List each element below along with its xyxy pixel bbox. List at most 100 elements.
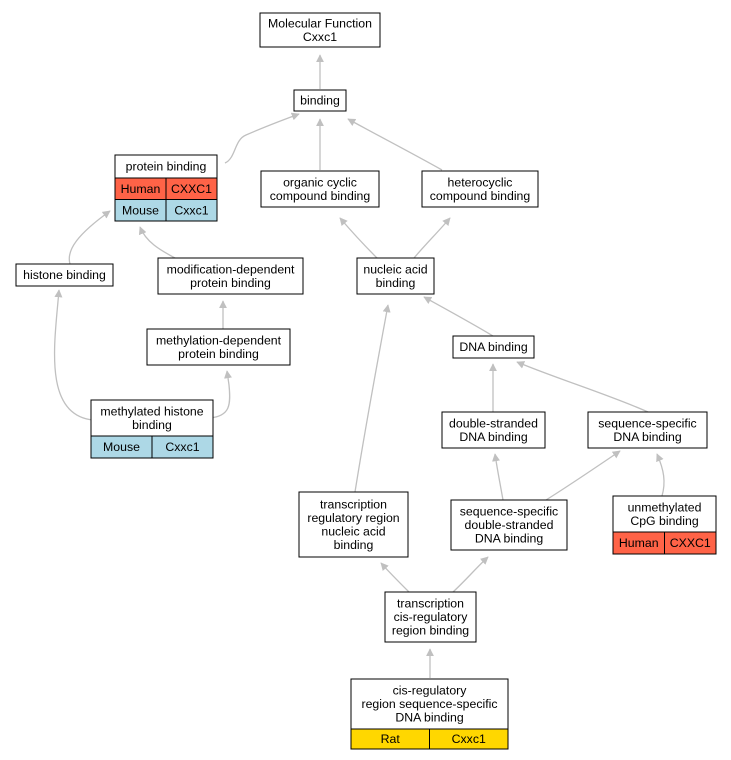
edge-arrow: [516, 361, 649, 413]
gene-cell: [151, 435, 214, 459]
species-label: Human: [121, 182, 161, 196]
node-label: transcription: [397, 597, 464, 611]
node-label: binding: [132, 418, 172, 432]
node-box: [356, 257, 435, 295]
edge-arrow: [347, 118, 443, 171]
node-label: cis-regulatory: [394, 610, 469, 624]
gene-label: CXXC1: [670, 536, 711, 550]
edge-arrow: [413, 217, 451, 259]
node-label: binding: [300, 94, 340, 108]
node-box: [384, 591, 477, 643]
node-label: compound binding: [430, 189, 531, 203]
node-title-box: [612, 495, 717, 533]
node-label: modification-dependent: [167, 262, 295, 276]
node-label: region sequence-specific: [361, 697, 497, 711]
node-box: [15, 263, 114, 287]
node-title-box: [90, 399, 214, 437]
node-box: [259, 12, 381, 48]
node-label: histone binding: [23, 268, 106, 282]
node-label: nucleic acid: [363, 262, 427, 276]
node-label: double-stranded: [449, 416, 538, 430]
edges: [53, 54, 665, 678]
gene-label: Cxxc1: [165, 440, 199, 454]
node-label: nucleic acid: [321, 524, 385, 538]
node-label: organic cyclic: [283, 175, 357, 189]
edge-arrow: [209, 370, 232, 419]
edge-arrow: [53, 289, 94, 421]
species-label: Mouse: [122, 203, 159, 217]
node-label: sequence-specific: [460, 505, 558, 519]
gene-label: Cxxc1: [174, 203, 208, 217]
go-term-node-histone-binding[interactable]: histone binding: [15, 263, 114, 287]
node-label: DNA binding: [395, 711, 464, 725]
node-label: transcription: [320, 497, 387, 511]
node-label: cis-regulatory: [393, 684, 468, 698]
node-box: [587, 411, 708, 449]
node-label: binding: [376, 276, 416, 290]
node-label: CpG binding: [630, 514, 699, 528]
node-label: methylation-dependent: [156, 333, 282, 347]
species-label: Human: [619, 536, 659, 550]
node-label: region binding: [392, 624, 469, 638]
edge-arrow: [138, 226, 176, 259]
node-label: methylated histone: [100, 404, 203, 418]
node-label: compound binding: [270, 189, 371, 203]
edge-arrow: [339, 217, 378, 259]
gene-cell: [664, 531, 717, 555]
edge-arrow: [68, 210, 111, 265]
edge-arrow: [224, 112, 300, 164]
edge-arrow: [656, 453, 665, 497]
node-box: [293, 89, 347, 112]
species-label: Rat: [381, 732, 401, 746]
node-label: unmethylated: [628, 500, 702, 514]
node-label: DNA binding: [613, 430, 682, 444]
gene-cell: [429, 728, 509, 750]
node-box: [157, 257, 304, 295]
edge-arrow: [423, 296, 494, 337]
node-label: protein binding: [190, 276, 271, 290]
node-label: Cxxc1: [303, 30, 337, 44]
node-box: [450, 499, 568, 551]
edge-arrow: [380, 562, 410, 593]
node-label: DNA binding: [475, 532, 544, 546]
node-box: [298, 491, 409, 558]
node-label: Molecular Function: [268, 16, 372, 30]
node-box: [452, 335, 535, 359]
node-box: [441, 411, 546, 449]
node-title-box: [350, 678, 509, 730]
node-box: [260, 170, 380, 208]
node-label: sequence-specific: [598, 416, 696, 430]
edge-arrow: [545, 450, 621, 501]
gene-label: CXXC1: [171, 182, 212, 196]
node-label: regulatory region: [307, 511, 399, 525]
node-label: double-stranded: [465, 518, 554, 532]
node-label: DNA binding: [459, 340, 528, 354]
go-term-node-dna-binding[interactable]: DNA binding: [452, 335, 535, 359]
edge-arrow: [354, 304, 391, 493]
edge-arrow: [492, 453, 504, 501]
go-term-node-binding[interactable]: binding: [293, 89, 347, 112]
node-label: DNA binding: [459, 430, 528, 444]
node-label: protein binding: [178, 347, 259, 361]
node-label: heterocyclic: [448, 175, 513, 189]
gene-label: Cxxc1: [452, 732, 486, 746]
node-label: protein binding: [126, 160, 207, 174]
edge-arrow: [452, 556, 489, 593]
